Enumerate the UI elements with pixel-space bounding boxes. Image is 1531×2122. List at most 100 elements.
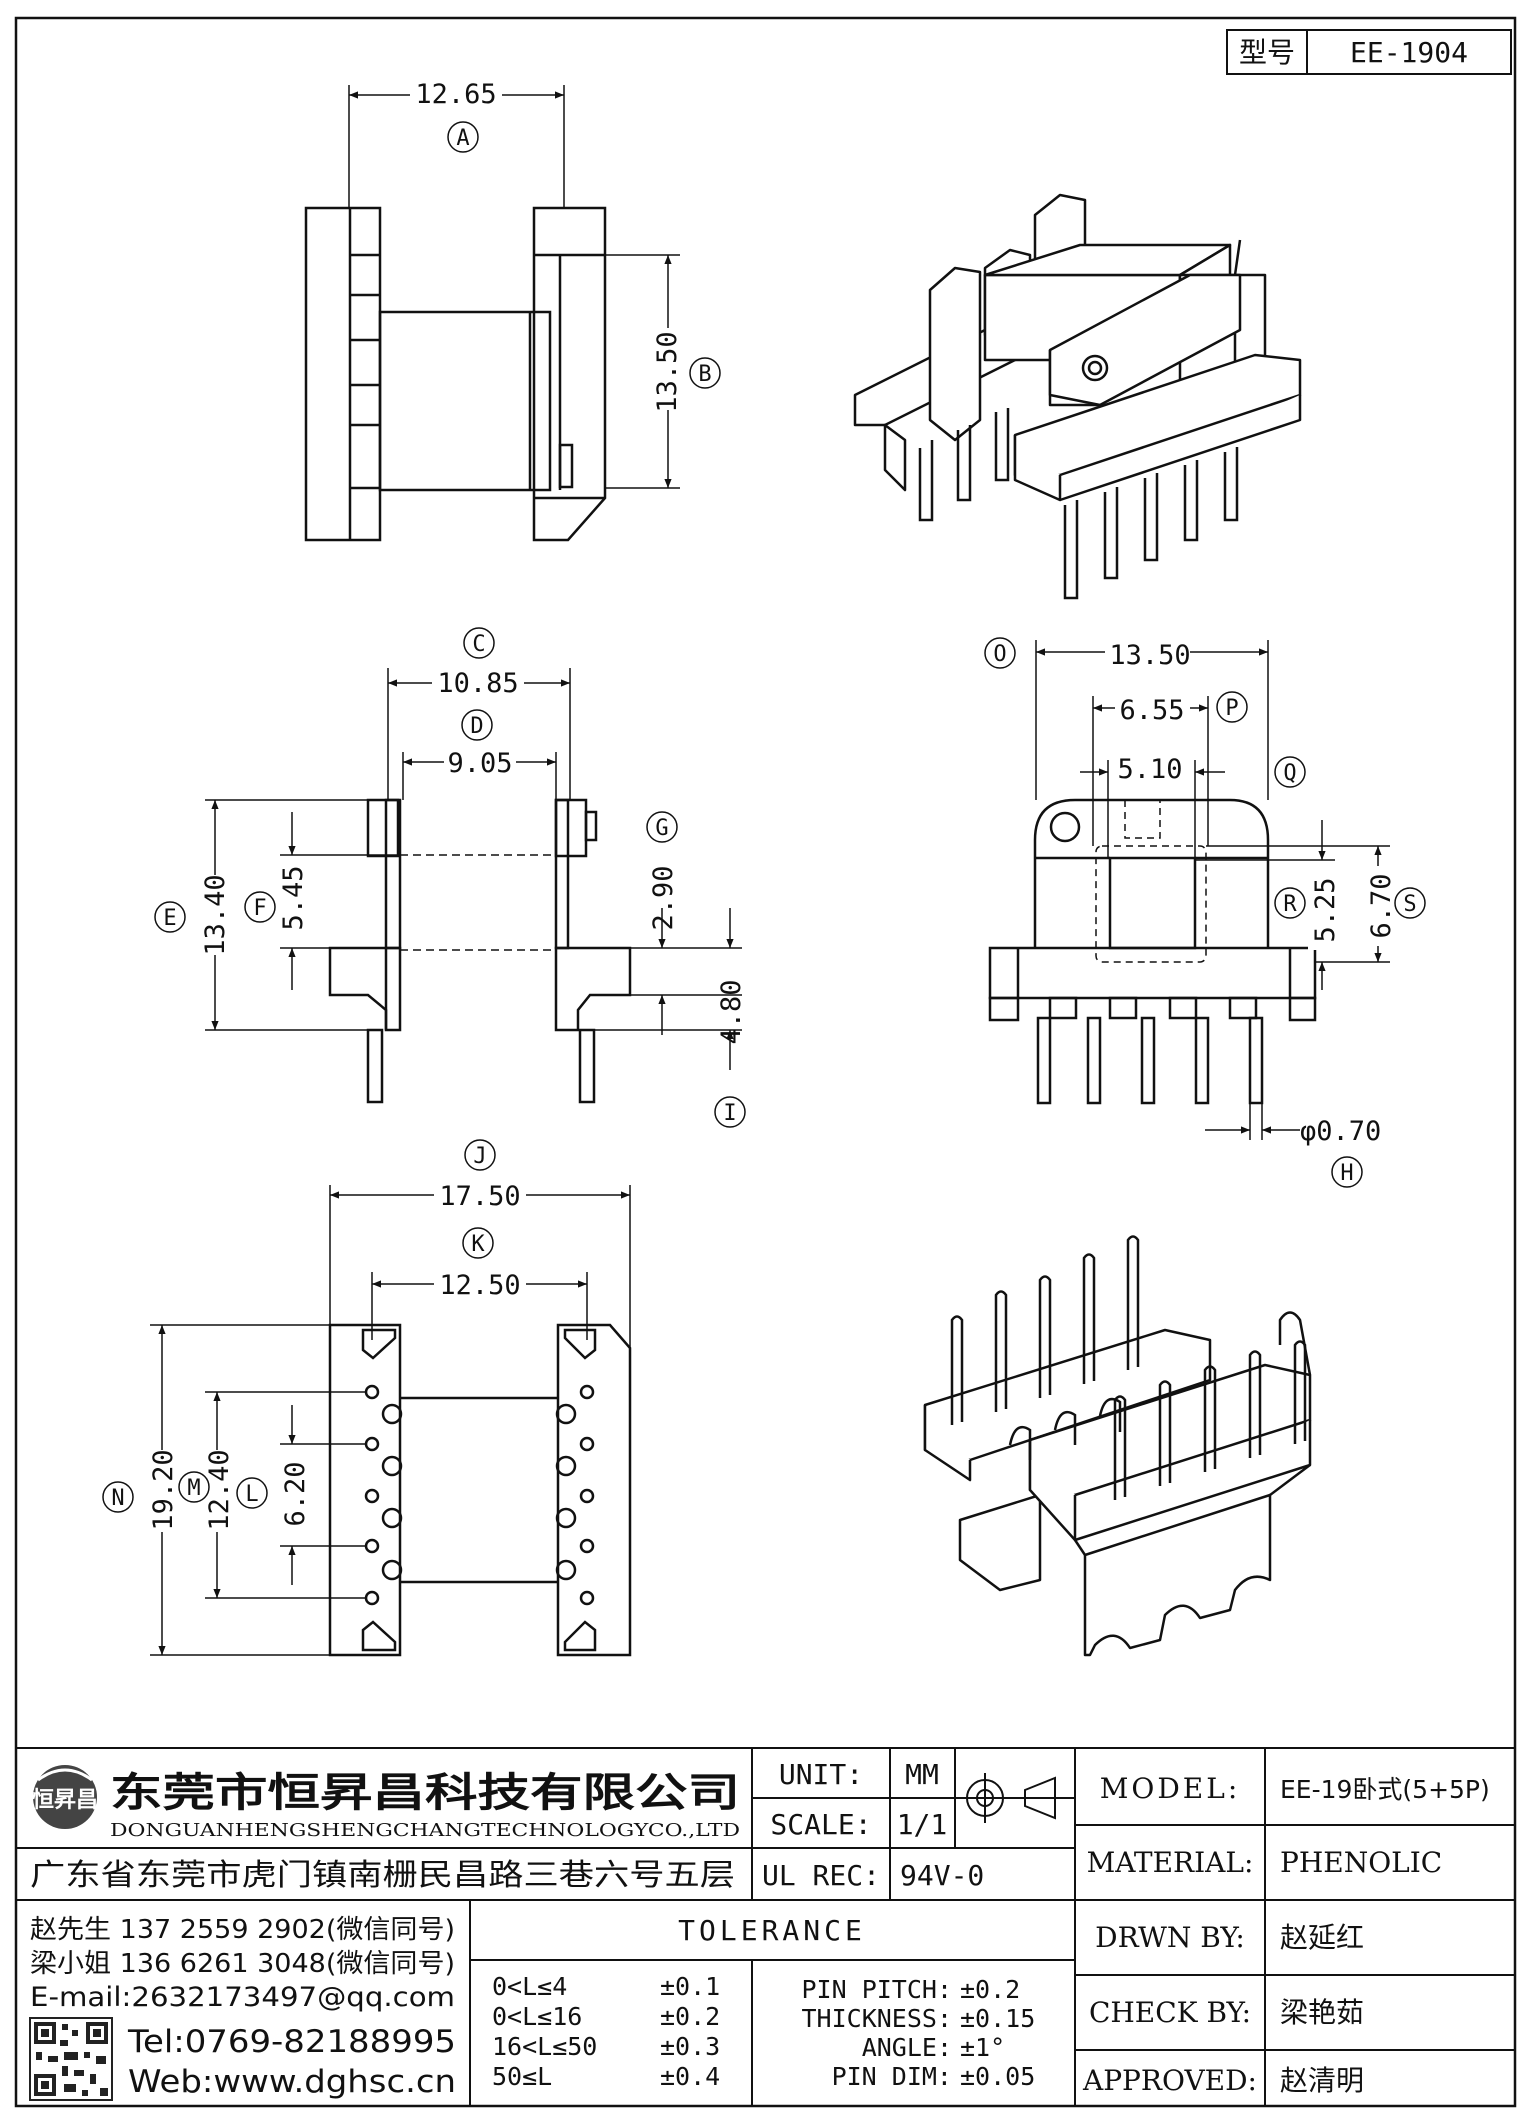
label-g-text: G [655, 816, 668, 841]
label-p: P [1216, 691, 1248, 723]
approved-label: APPROVED: [1082, 2064, 1257, 2097]
dim-e: 13.40 [200, 874, 231, 955]
tolerance-row-2-range: 0<L≤16 [492, 2002, 582, 2031]
label-f-text: F [253, 896, 266, 921]
model-label: MODEL: [1100, 1772, 1241, 1805]
tolerance-row-1-value: ±0.1 [660, 1972, 720, 2001]
dim-o: 13.50 [1109, 640, 1190, 671]
label-c: C [463, 627, 495, 659]
header-model-value: EE-1904 [1350, 36, 1468, 69]
scale-label: SCALE: [770, 1808, 871, 1841]
label-e: E [154, 901, 186, 933]
label-a-text: A [456, 126, 469, 151]
label-p-text: P [1225, 696, 1238, 721]
pin-dim-value: ±0.05 [960, 2062, 1035, 2091]
dim-r: 5.25 [1310, 877, 1341, 942]
label-n-text: N [111, 1486, 124, 1511]
dim-b: 13.50 [652, 331, 683, 412]
tolerance-row-2-value: ±0.2 [660, 2002, 720, 2031]
dim-i: 4.80 [716, 979, 747, 1044]
label-r-text: R [1283, 892, 1297, 917]
label-d: D [461, 709, 493, 741]
label-c-text: C [472, 632, 485, 657]
title-block-grid [16, 1747, 1515, 2106]
ul-label: UL REC: [762, 1859, 880, 1892]
label-k-text: K [471, 1232, 485, 1257]
ul-value: 94V-0 [900, 1859, 984, 1892]
company-address: 广东省东莞市虎门镇南栅民昌路三巷六号五层 [30, 1858, 735, 1893]
thickness-value: ±0.15 [960, 2004, 1035, 2033]
front-view [328, 798, 632, 1104]
check-value: 梁艳茹 [1280, 1996, 1364, 2029]
header-model-label: 型号 [1239, 36, 1295, 69]
label-q: Q [1274, 756, 1306, 788]
label-h: H [1331, 1156, 1363, 1188]
dimension-lines-view4 [1035, 640, 1390, 1140]
dim-g: 2.90 [648, 865, 679, 930]
dim-c: 10.85 [437, 668, 518, 699]
isometric-top-view [853, 193, 1302, 502]
dim-q: 5.10 [1117, 754, 1182, 785]
contact-2: 梁小姐 136 6261 3048(微信同号) [30, 1949, 455, 1979]
label-d-text: D [470, 714, 483, 739]
label-g: G [646, 811, 678, 843]
front-view-bobbin-dashes [400, 854, 556, 951]
dim-k: 12.50 [439, 1270, 520, 1301]
isometric-bottom-view [923, 1311, 1312, 1657]
label-k: K [462, 1227, 494, 1259]
model-value: EE-19卧式(5+5P) [1280, 1775, 1490, 1804]
drawn-value: 赵延红 [1280, 1921, 1364, 1954]
label-m-text: M [187, 1476, 200, 1501]
label-b-text: B [698, 362, 711, 387]
pin-pitch-value: ±0.2 [960, 1975, 1020, 2004]
contact-web: Web:www.dghsc.cn [128, 2064, 456, 2100]
tolerance-row-3-range: 16<L≤50 [492, 2032, 597, 2061]
qr-code [29, 2017, 113, 2101]
dim-j: 17.50 [439, 1181, 520, 1212]
dimension-lines-view3 [205, 668, 742, 1070]
approved-value: 赵清明 [1280, 2064, 1364, 2097]
sheet-border [14, 16, 1517, 2108]
end-view [988, 798, 1317, 1105]
company-name-en: DONGUANHENGSHENGCHANGTECHNOLOGYCO.,LTD [110, 1820, 740, 1841]
dim-n: 19.20 [148, 1449, 179, 1530]
label-o: O [984, 637, 1016, 669]
company-logo-text: 恒昇昌 [32, 1787, 98, 1813]
label-m: M [178, 1471, 210, 1503]
label-i: I [714, 1096, 746, 1128]
label-l-text: L [245, 1482, 258, 1507]
label-s-text: S [1403, 892, 1416, 917]
label-q-text: Q [1283, 761, 1296, 786]
label-f: F [244, 891, 276, 923]
tolerance-row-3-value: ±0.3 [660, 2032, 720, 2061]
dim-d: 9.05 [447, 748, 512, 779]
isometric-top-pins [918, 408, 1239, 600]
label-h-text: H [1340, 1161, 1353, 1186]
unit-value: MM [905, 1758, 939, 1791]
scale-value: 1/1 [897, 1808, 948, 1841]
label-o-text: O [993, 642, 1006, 667]
label-j: J [464, 1139, 496, 1171]
material-value: PHENOLIC [1280, 1846, 1442, 1879]
label-i-text: I [723, 1101, 736, 1126]
label-b: B [689, 357, 721, 389]
thickness-label: THICKNESS: [801, 2004, 952, 2033]
dimension-lines-view1 [348, 85, 680, 489]
isometric-bottom-pins [950, 1235, 1307, 1500]
side-view [304, 206, 607, 542]
dim-l: 6.20 [280, 1461, 311, 1526]
pin-dim-label: PIN DIM: [832, 2062, 952, 2091]
dim-p: 6.55 [1119, 695, 1184, 726]
dim-s: 6.70 [1366, 873, 1397, 938]
material-label: MATERIAL: [1087, 1846, 1254, 1879]
bottom-view [328, 1323, 632, 1657]
end-view-core-dashes [1095, 800, 1207, 963]
label-s: S [1394, 887, 1426, 919]
angle-label: ANGLE: [862, 2033, 952, 2062]
label-j-text: J [473, 1144, 486, 1169]
label-a: A [447, 121, 479, 153]
company-logo: 恒昇昌 [32, 1765, 98, 1829]
pin-pitch-label: PIN PITCH: [801, 1975, 952, 2004]
tolerance-row-4-value: ±0.4 [660, 2062, 720, 2091]
